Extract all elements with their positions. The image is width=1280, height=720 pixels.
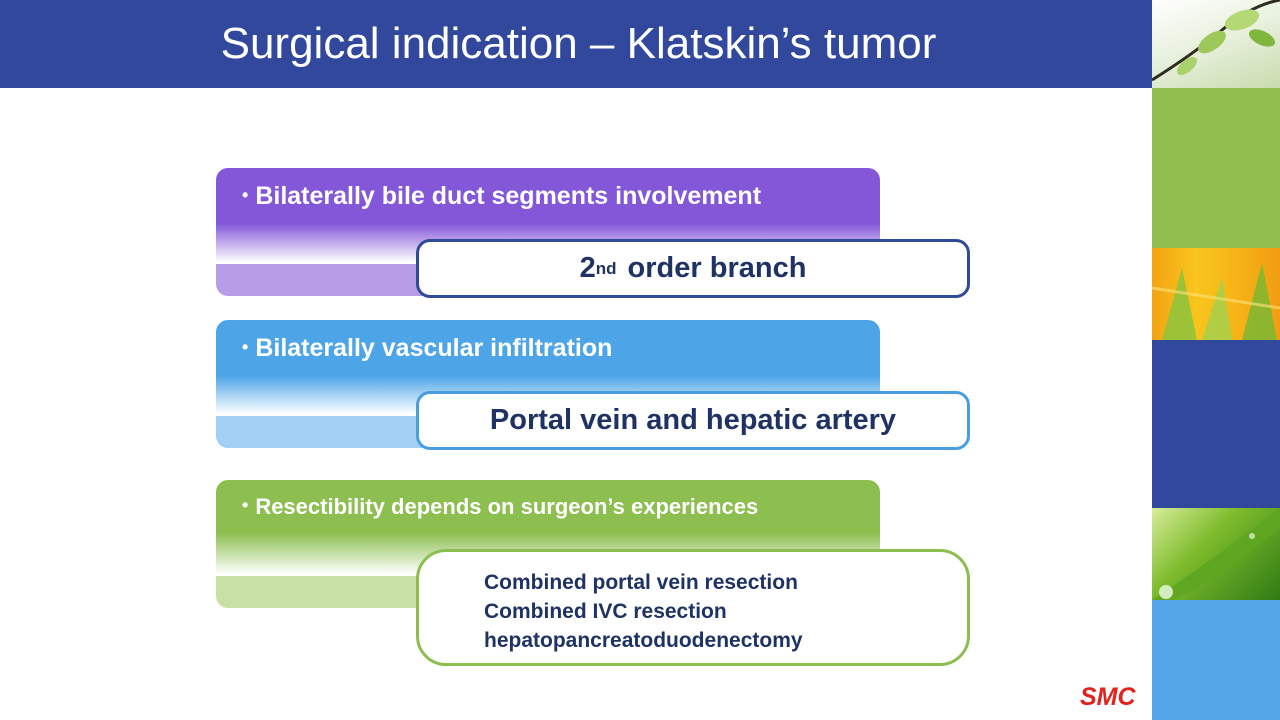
- panel-label-text: Bilaterally vascular infiltration: [255, 334, 613, 362]
- bullet-icon: •: [242, 495, 249, 515]
- panel-label-text: Bilaterally bile duct segments involveme…: [255, 182, 762, 210]
- smc-logo: SMC: [1080, 683, 1136, 711]
- box-text: order branch: [619, 252, 807, 284]
- decor-leaves-image: [1152, 0, 1280, 88]
- procedure-item: Combined IVC resection: [484, 600, 727, 623]
- box-vessels: Portal vein and hepatic artery: [416, 391, 970, 450]
- decor-tulip-image: [1152, 248, 1280, 340]
- slide-title: Surgical indication – Klatskin’s tumor: [220, 19, 937, 68]
- procedure-item: hepatopancreatoduodenectomy: [484, 629, 803, 652]
- decor-blue-block: [1152, 340, 1280, 508]
- box-text: Portal vein and hepatic artery: [489, 404, 897, 436]
- panel-label: • Resectibility depends on surgeon’s expe…: [242, 494, 758, 520]
- bullet-icon: •: [242, 185, 249, 205]
- panel-label: • Bilaterally bile duct segments involvem…: [242, 182, 761, 211]
- procedure-item: Combined portal vein resection: [484, 571, 798, 594]
- box-procedures: Combined portal vein resection Combined …: [416, 549, 970, 666]
- decor-light-blue-block: [1152, 600, 1280, 720]
- panel-label-text: Resectibility depends on surgeon’s exper…: [255, 494, 759, 519]
- panel-label: • Bilaterally vascular infiltration: [242, 334, 612, 363]
- ordinal-number: 2: [579, 252, 596, 284]
- decor-leaf-drop-image: [1152, 508, 1280, 600]
- decor-green-block: [1152, 88, 1280, 248]
- title-bar: Surgical indication – Klatskin’s tumor: [0, 0, 1152, 88]
- bullet-icon: •: [242, 337, 249, 357]
